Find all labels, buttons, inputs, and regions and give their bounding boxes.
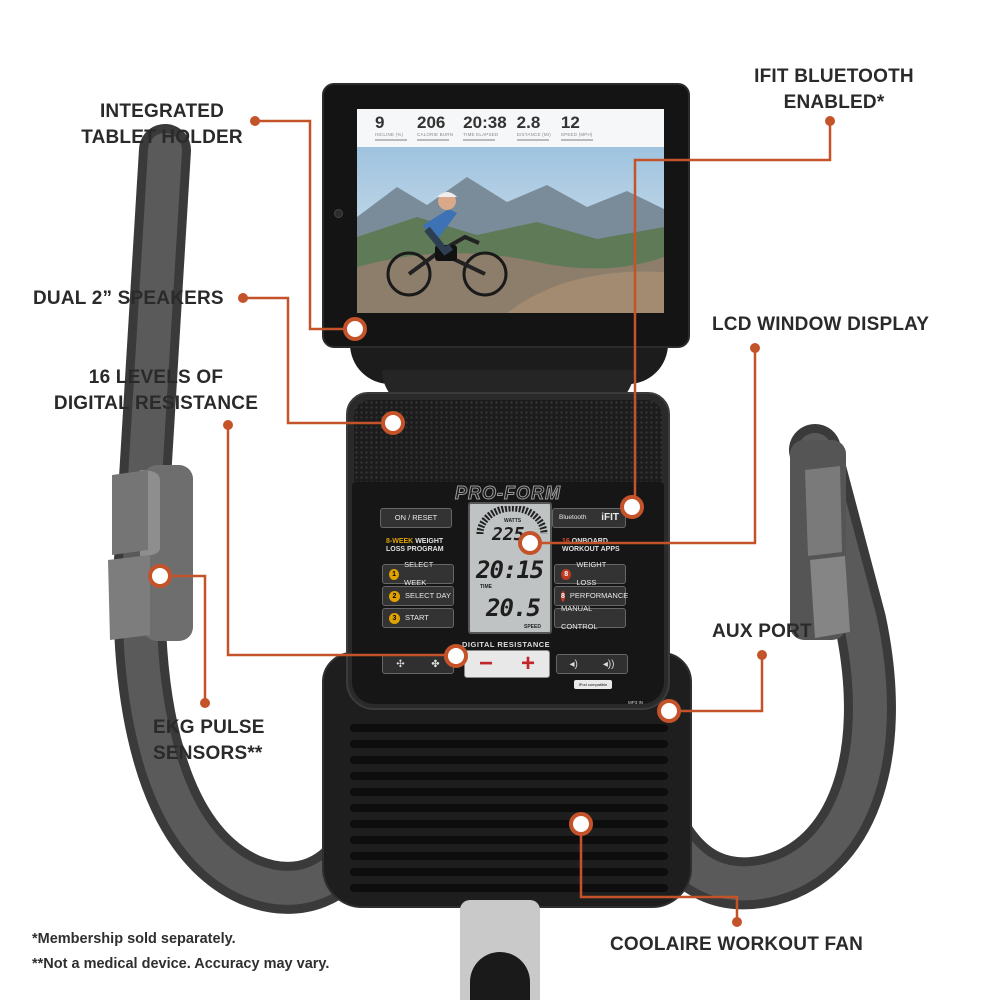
resistance-plus-button[interactable]: + bbox=[520, 650, 535, 677]
lcd-display: WATTS 225 20:15 TIME 20.5 SPEED bbox=[468, 502, 552, 634]
fan-grille bbox=[350, 724, 668, 904]
volume-control[interactable]: ◂) ◂)) bbox=[556, 654, 628, 674]
lcd-time-value: 20:15 bbox=[476, 556, 544, 584]
footnote-medical: **Not a medical device. Accuracy may var… bbox=[32, 956, 330, 972]
lcd-speed-label: SPEED bbox=[524, 624, 541, 630]
stat-label: TIME ELAPSED bbox=[463, 132, 499, 137]
label-ifit-bluetooth: IFIT BLUETOOTH ENABLED* bbox=[754, 66, 914, 113]
lcd-watts-value: 225 bbox=[492, 524, 525, 545]
stat-value: 2.8 bbox=[516, 113, 541, 132]
mp3-in-label: MP3 IN bbox=[628, 700, 644, 705]
stat-label: SPEED (MPH) bbox=[560, 132, 593, 137]
ifit-bluetooth-badge[interactable]: Bluetooth iFIT bbox=[552, 508, 626, 528]
label-integrated-tablet-holder: INTEGRATED TABLET HOLDER bbox=[81, 101, 243, 148]
tablet: 9 INCLINE (%) 206 CALORIE BURN 20:38 TIM… bbox=[322, 83, 690, 348]
label-dual-speakers: DUAL 2” SPEAKERS bbox=[33, 288, 224, 309]
volume-up-icon: ◂)) bbox=[602, 658, 615, 670]
stat-distance: 2.8 DISTANCE (MI) bbox=[516, 113, 551, 141]
fan-low-icon: ✣ bbox=[396, 658, 405, 670]
label-coolaire-workout-fan: COOLAIRE WORKOUT FAN bbox=[610, 934, 864, 955]
control-panel: PRO-FORM ON / RESET Bluetooth iFIT 8-WEE… bbox=[352, 482, 664, 705]
lcd-watts-label: WATTS bbox=[504, 518, 522, 524]
stat-value: 20:38 bbox=[463, 113, 507, 132]
right-program-title: 16 ONBOARD WORKOUT APPS bbox=[562, 538, 620, 553]
stat-value: 206 bbox=[417, 113, 446, 132]
bluetooth-icon: Bluetooth bbox=[559, 514, 587, 521]
label-lcd-window-display: LCD WINDOW DISPLAY bbox=[712, 314, 930, 335]
ipod-compatible-badge: iPod compatible bbox=[574, 680, 612, 689]
stat-value: 12 bbox=[560, 113, 580, 132]
stat-label: CALORIE BURN bbox=[417, 132, 454, 137]
brand-logo: PRO-FORM bbox=[455, 483, 561, 504]
stat-incline: 9 INCLINE (%) bbox=[375, 114, 407, 141]
speaker-grille bbox=[354, 400, 662, 486]
lcd-speed-value: 20.5 bbox=[486, 594, 541, 622]
rider bbox=[386, 192, 508, 297]
volume-down-icon: ◂) bbox=[569, 658, 578, 670]
base-hub bbox=[470, 952, 530, 1000]
ifit-logo: iFIT bbox=[601, 512, 619, 523]
label-digital-resistance: 16 LEVELS OF DIGITAL RESISTANCE bbox=[53, 367, 259, 414]
tablet-screen: 9 INCLINE (%) 206 CALORIE BURN 20:38 TIM… bbox=[357, 109, 664, 313]
fan-control[interactable]: ✣ ✤ bbox=[382, 654, 454, 674]
console: PRO-FORM ON / RESET Bluetooth iFIT 8-WEE… bbox=[346, 392, 670, 710]
cycling-scene bbox=[357, 147, 664, 313]
on-reset-button[interactable]: ON / RESET bbox=[380, 508, 452, 528]
label-aux-port: AUX PORT bbox=[712, 621, 812, 642]
footnote-membership: *Membership sold separately. bbox=[32, 931, 236, 947]
resistance-minus-button[interactable]: − bbox=[478, 650, 493, 677]
machine-body bbox=[322, 652, 692, 908]
left-program-title: 8-WEEK WEIGHT LOSS PROGRAM bbox=[386, 538, 444, 553]
lcd-time-label: TIME bbox=[480, 584, 492, 590]
fan-high-icon: ✤ bbox=[431, 658, 440, 670]
stat-speed: 12 SPEED (MPH) bbox=[560, 113, 593, 141]
digital-resistance-label: DIGITAL RESISTANCE bbox=[462, 640, 551, 649]
label-ekg-pulse-sensors: EKG PULSE SENSORS** bbox=[153, 717, 265, 764]
stat-label: INCLINE (%) bbox=[375, 132, 404, 137]
stat-label: DISTANCE (MI) bbox=[516, 132, 551, 137]
stat-time: 20:38 TIME ELAPSED bbox=[463, 113, 507, 141]
stat-value: 9 bbox=[375, 113, 385, 132]
manual-control-button[interactable]: MANUAL CONTROL bbox=[554, 604, 626, 631]
stat-calories: 206 CALORIE BURN bbox=[417, 114, 453, 141]
workout-stats-bar: 9 INCLINE (%) 206 CALORIE BURN 20:38 TIM… bbox=[357, 109, 664, 147]
tablet-home-button bbox=[334, 209, 343, 218]
watts-gauge bbox=[476, 506, 548, 535]
resistance-control: − + bbox=[464, 650, 550, 678]
